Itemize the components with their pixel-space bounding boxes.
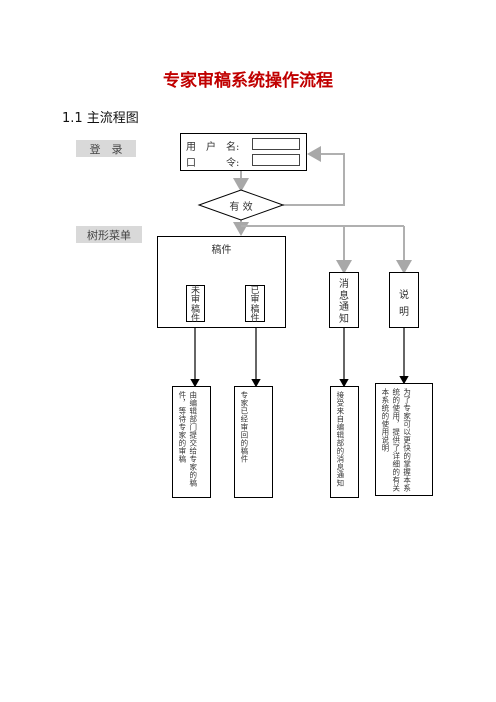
username-field[interactable] bbox=[252, 138, 300, 150]
help-node[interactable]: 说明 bbox=[389, 272, 419, 328]
help-desc-box: 为了专家可以更快的掌握本系统的使用，提供了详细的有关本系统的使用说明 bbox=[375, 383, 433, 496]
manuscripts-label: 稿件 bbox=[211, 245, 232, 256]
unreviewed-desc-box: 由编辑部门提交给专家的稿件，等待专家的审稿 bbox=[172, 386, 211, 498]
section-heading: 1.1 主流程图 bbox=[62, 111, 139, 126]
page-title: 专家审稿系统操作流程 bbox=[163, 71, 333, 91]
tree-menu-side-label: 树形菜单 bbox=[76, 226, 142, 243]
help-desc-text: 为了专家可以更快的掌握本系统的使用，提供了详细的有关本系统的使用说明 bbox=[380, 388, 412, 492]
login-side-label: 登 录 bbox=[76, 140, 136, 157]
password-field[interactable] bbox=[252, 154, 300, 166]
valid-decision-label: 有 效 bbox=[229, 202, 253, 213]
notice-desc-box: 接受来自编辑部的消息通知 bbox=[330, 386, 359, 498]
notice-node[interactable]: 消息通知 bbox=[329, 272, 359, 328]
unreviewed-manuscripts-label: 未审稿件 bbox=[190, 286, 200, 325]
unreviewed-desc-text: 由编辑部门提交给专家的稿件，等待专家的审稿 bbox=[177, 391, 198, 487]
password-label: 口 令: bbox=[186, 158, 240, 169]
help-label: 说明 bbox=[399, 290, 409, 318]
reviewed-desc-box: 专家已经审回的稿件 bbox=[234, 386, 273, 498]
notice-label: 消息通知 bbox=[339, 279, 349, 325]
valid-decision-diamond bbox=[197, 189, 285, 221]
reviewed-manuscripts-label: 已审稿件 bbox=[250, 286, 260, 325]
username-label: 用 户 名: bbox=[186, 142, 240, 153]
connector-invalid-loop bbox=[283, 146, 345, 206]
reviewed-manuscripts-node[interactable]: 已审稿件 bbox=[245, 285, 265, 325]
reviewed-desc-text: 专家已经审回的稿件 bbox=[239, 391, 249, 463]
login-box: 用 户 名: 口 令: bbox=[180, 133, 307, 171]
unreviewed-manuscripts-node[interactable]: 未审稿件 bbox=[186, 285, 205, 325]
manuscripts-container: 稿件 bbox=[157, 236, 286, 328]
notice-desc-text: 接受来自编辑部的消息通知 bbox=[335, 391, 345, 487]
